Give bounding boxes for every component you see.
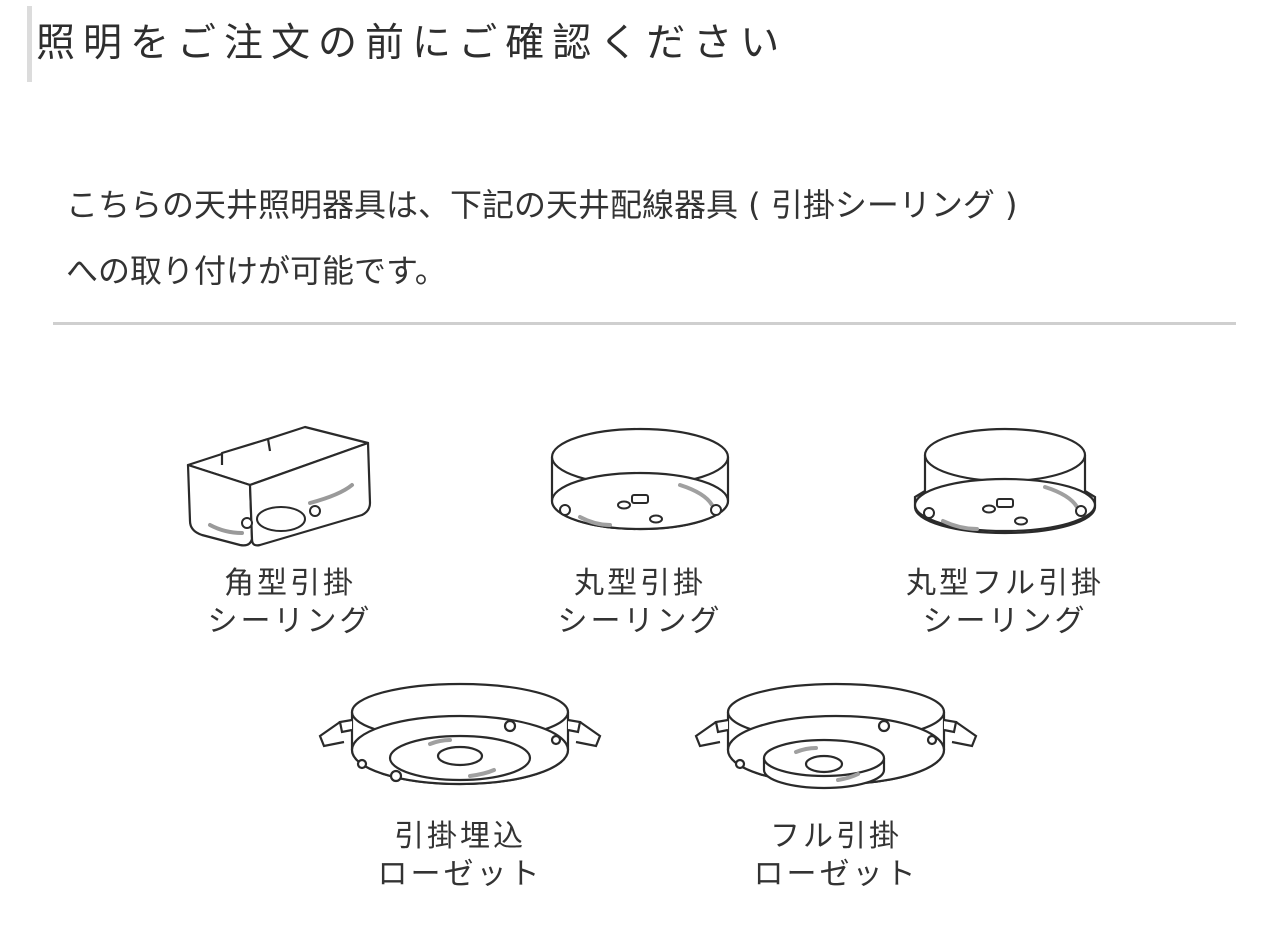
embedded-ceiling-rosette-icon [318,682,602,786]
fixture-embedded-hook-rosette: 引掛埋込 ローゼット [310,680,610,900]
fixture-square-hook-ceiling: 角型引掛 シーリング [170,415,390,645]
fixture-round-full-hook-ceiling: 丸型フル引掛 シーリング [905,425,1105,645]
page-title: 照明をご注文の前にご確認ください [36,21,788,66]
round-full-ceiling-hook-icon [913,427,1097,535]
description: こちらの天井照明器具は、下記の天井配線器具 ( 引掛シーリング ) への取り付け… [66,172,1256,304]
section-divider [53,322,1236,325]
fixture-label-line-1: 丸型フル引掛 [906,566,1104,601]
fixture-label-line-1: フル引掛 [770,819,902,854]
fixture-label-line-2: シーリング [557,604,723,639]
fixture-full-hook-rosette: フル引掛 ローゼット [688,680,988,900]
heading-accent-bar [27,6,32,82]
fixture-label-line-2: ローゼット [377,857,543,892]
description-line-2: への取り付けが可能です。 [66,252,447,290]
description-line-1: こちらの天井照明器具は、下記の天井配線器具 ( 引掛シーリング ) [66,186,1018,224]
fixture-label-line-2: シーリング [207,604,373,639]
round-ceiling-hook-icon [550,427,730,531]
fixture-label-line-2: シーリング [922,604,1088,639]
fixture-label-line-1: 引掛埋込 [394,819,526,854]
fixture-label-line-2: ローゼット [753,857,919,892]
full-ceiling-rosette-icon [694,682,978,790]
fixture-label-line-1: 角型引掛 [224,566,356,601]
fixture-round-hook-ceiling: 丸型引掛 シーリング [540,425,740,645]
square-ceiling-hook-icon [186,425,372,547]
fixture-label-line-1: 丸型引掛 [574,566,706,601]
